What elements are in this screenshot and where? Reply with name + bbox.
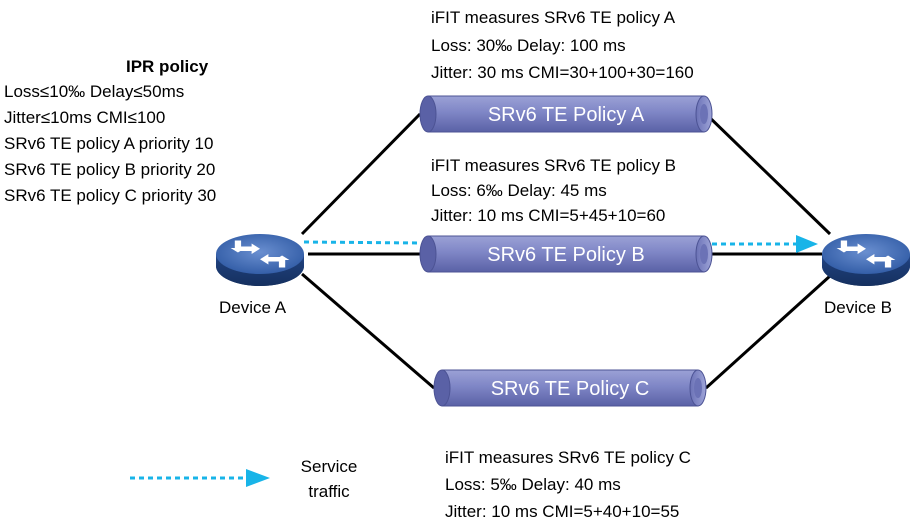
tube-policy-a: SRv6 TE Policy A [419, 95, 713, 133]
tube-label-c: SRv6 TE Policy C [491, 378, 650, 400]
router-icon [216, 234, 304, 286]
legend-label-line2: traffic [308, 482, 350, 501]
ipr-policy-line: Jitter≤10ms CMI≤100 [4, 108, 166, 127]
measure-a-loss-delay: Loss: 30‰ Delay: 100 ms [431, 36, 626, 55]
tube-label-b: SRv6 TE Policy B [487, 244, 644, 266]
ipr-policy-line: SRv6 TE policy A priority 10 [4, 134, 214, 153]
measure-c-jitter-cmi: Jitter: 10 ms CMI=5+40+10=55 [445, 502, 680, 521]
measure-c-loss-delay: Loss: 5‰ Delay: 40 ms [445, 475, 621, 494]
device-a-label: Device A [219, 298, 287, 317]
measure-b-title: iFIT measures SRv6 TE policy B [431, 156, 677, 175]
device-b-label: Device B [824, 298, 893, 317]
ipr-policy-line: SRv6 TE policy C priority 30 [4, 186, 217, 205]
link-a-policy-c-left [301, 272, 435, 390]
ipr-policy-line: SRv6 TE policy B priority 20 [4, 160, 216, 179]
link-policy-a-b-right [704, 112, 832, 236]
service-traffic-path [303, 235, 818, 253]
measure-a-jitter-cmi: Jitter: 30 ms CMI=30+100+30=160 [431, 63, 694, 82]
tube-label-a: SRv6 TE Policy A [488, 104, 645, 126]
router-icon [822, 234, 910, 286]
measure-b-loss-delay: Loss: 6‰ Delay: 45 ms [431, 181, 607, 200]
tube-policy-b: SRv6 TE Policy B [419, 235, 713, 273]
measure-a-title: iFIT measures SRv6 TE policy A [431, 8, 676, 27]
traffic-segment-left [303, 240, 421, 245]
ipr-policy-title: IPR policy [126, 57, 209, 76]
measure-b-jitter-cmi: Jitter: 10 ms CMI=5+45+10=60 [431, 206, 666, 225]
link-policy-c-b-right [704, 274, 832, 390]
legend-traffic-arrow [130, 469, 270, 487]
tube-policy-c: SRv6 TE Policy C [433, 369, 707, 407]
ipr-policy-line: Loss≤10‰ Delay≤50ms [4, 82, 185, 101]
traffic-arrowhead [796, 235, 818, 253]
measure-c-title: iFIT measures SRv6 TE policy C [445, 448, 691, 467]
link-a-policy-a-left [300, 112, 422, 236]
legend-label-line1: Service [300, 457, 358, 476]
